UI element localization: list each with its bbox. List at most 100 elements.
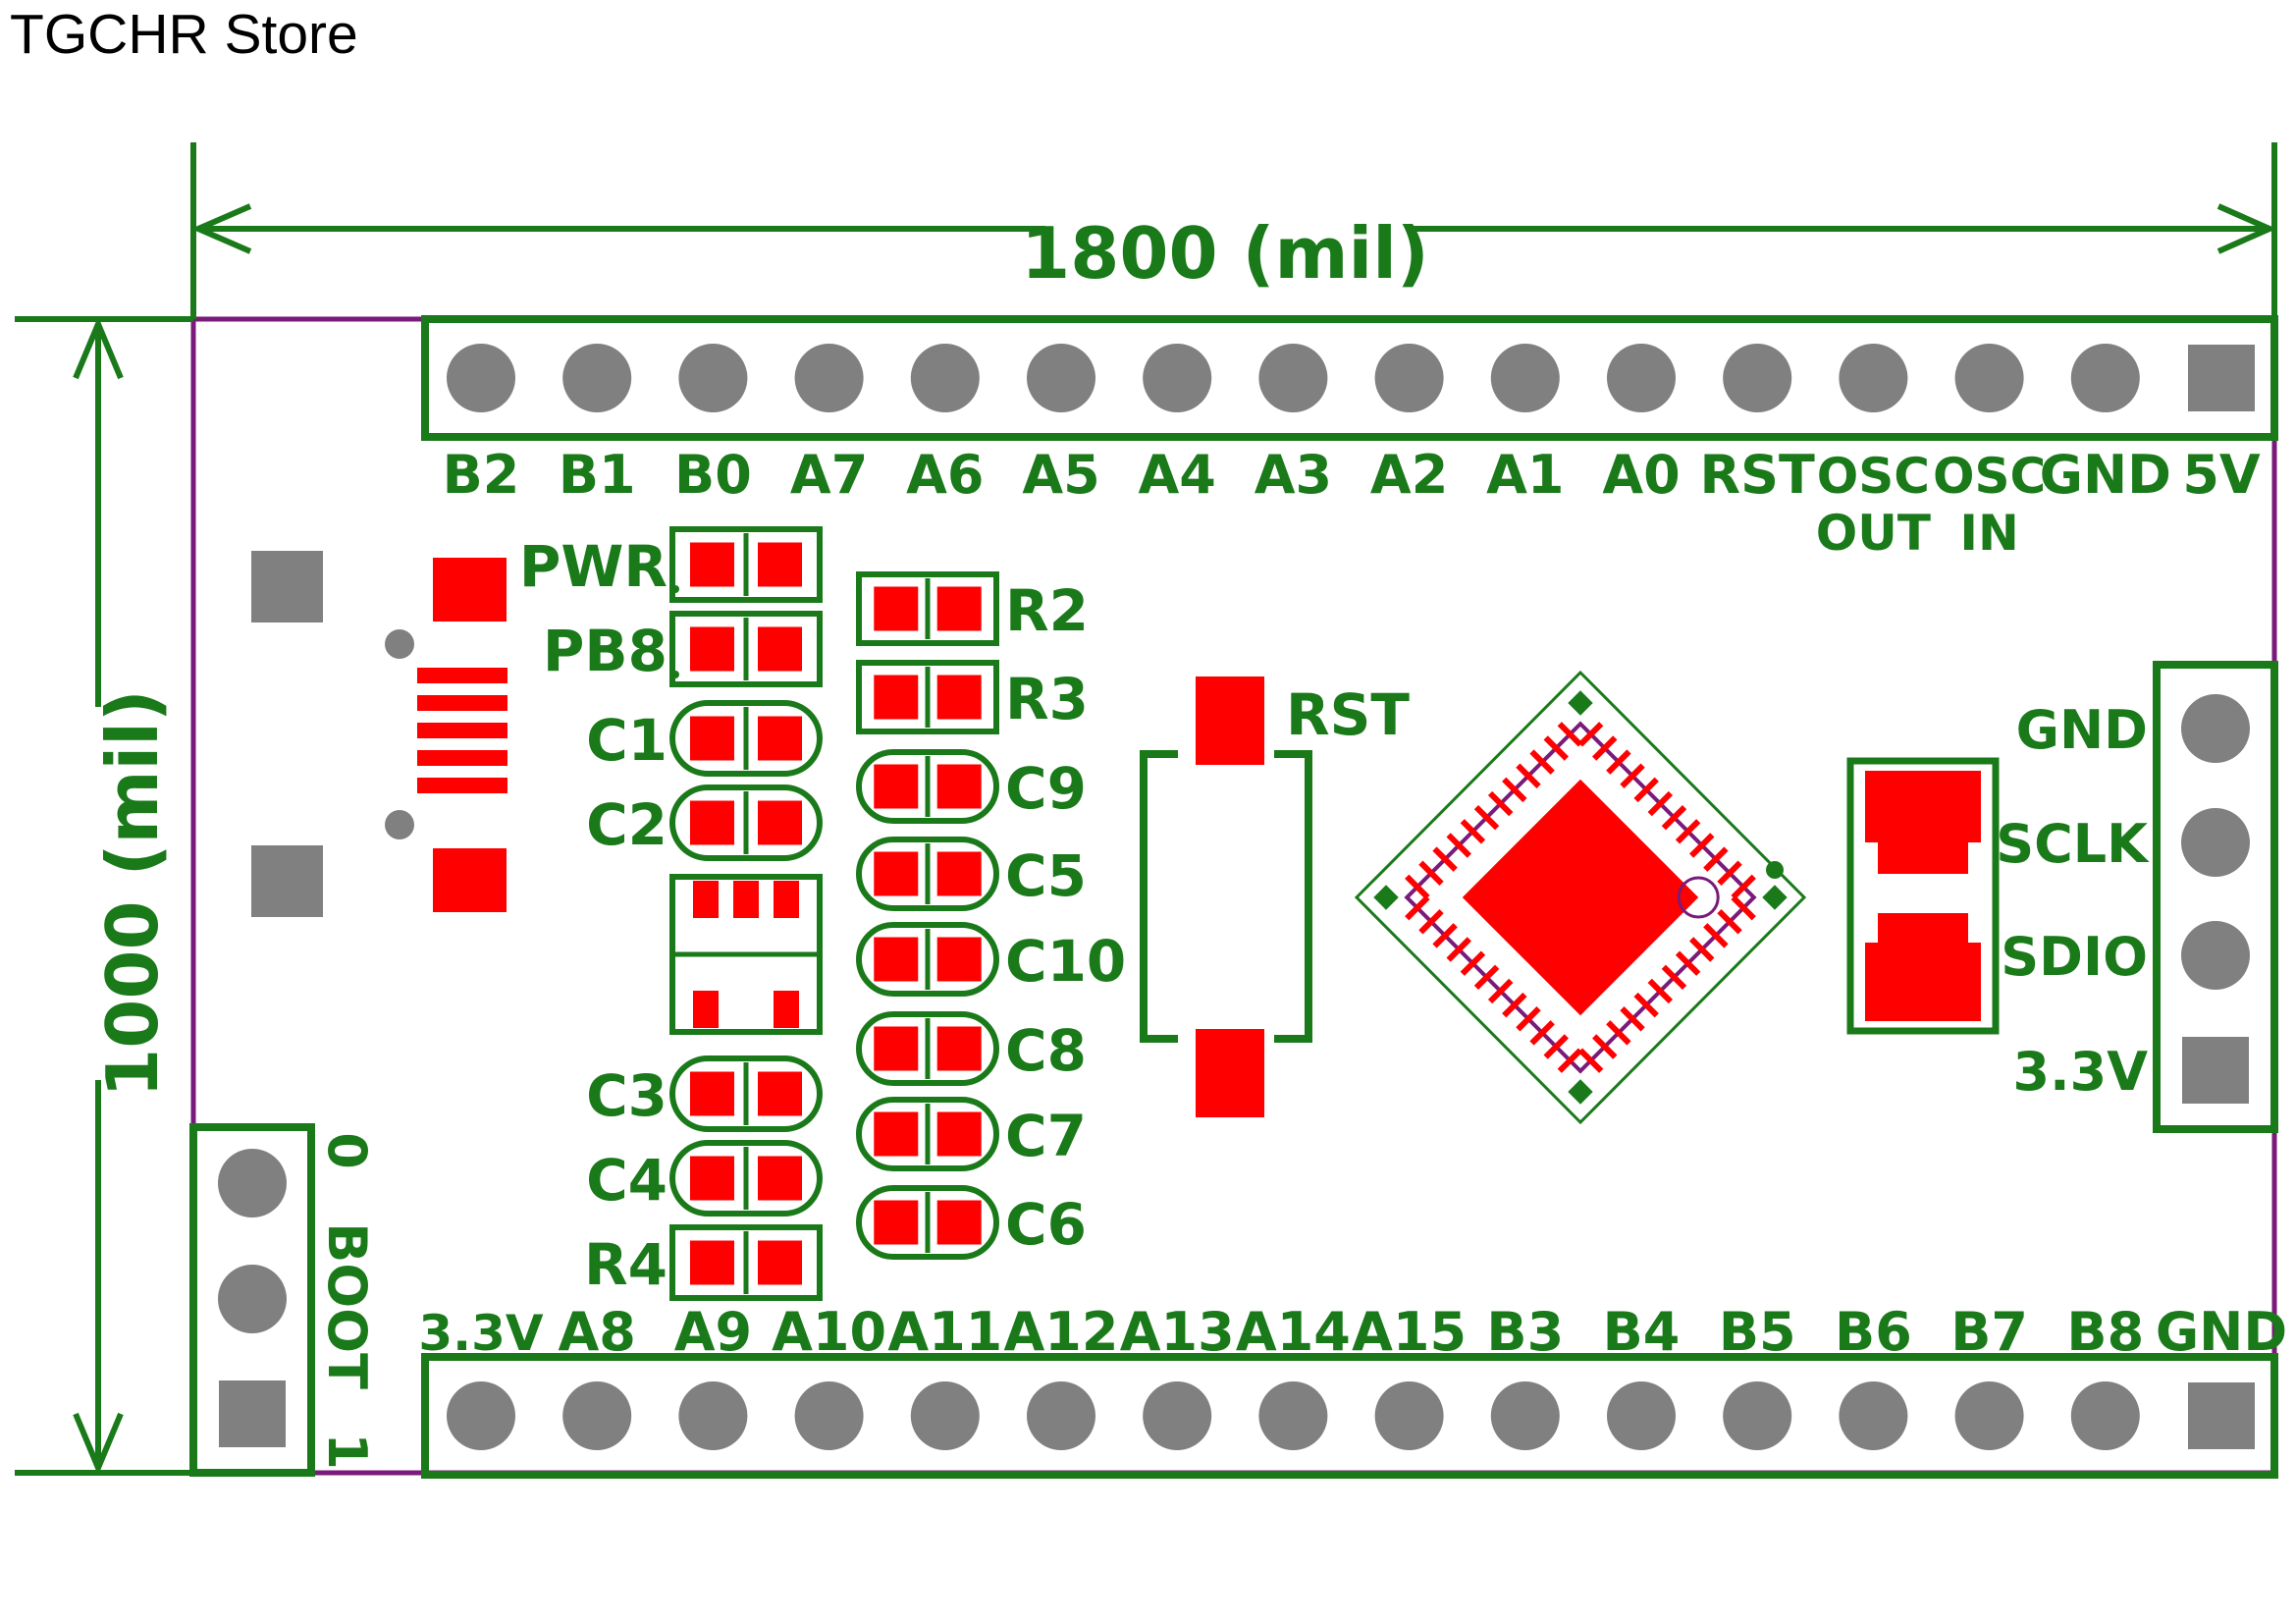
- component-outline: [669, 700, 823, 777]
- pin-label: A11: [887, 1301, 1002, 1363]
- usb-peg: [385, 629, 414, 659]
- boot-label-0: 0: [316, 1132, 378, 1169]
- mcu-pin: [1418, 909, 1444, 935]
- round-pad: [2181, 808, 2250, 877]
- mcu-pin: [1529, 749, 1555, 775]
- mcu-corner-mark: [1568, 690, 1593, 716]
- pin-label: A3: [1255, 444, 1332, 506]
- mcu-pin: [1633, 992, 1659, 1018]
- pin-label: A13: [1120, 1301, 1235, 1363]
- usb-signal-pad: [417, 750, 507, 766]
- micro-usb-connector: [251, 551, 507, 917]
- round-pad: [1027, 1381, 1095, 1450]
- pin-label: GND: [2040, 444, 2171, 506]
- mcu-pin: [1661, 804, 1687, 831]
- mcu-pin: [1473, 964, 1500, 991]
- round-pad: [562, 1381, 632, 1450]
- mcu-pin: [1487, 978, 1514, 1004]
- button-bracket-right: [1274, 750, 1312, 1043]
- dim-arrow-down: [73, 1412, 124, 1476]
- pin-label: A5: [1022, 444, 1099, 506]
- component-outline: [856, 922, 999, 997]
- pin-label: B2: [443, 444, 520, 506]
- smd-pad: [874, 764, 919, 809]
- pin-label: B6: [1835, 1301, 1912, 1363]
- component-outline: [856, 1097, 999, 1171]
- top-header-frame: [421, 315, 2278, 441]
- boot-label: BOOT: [316, 1222, 378, 1389]
- mcu-corner-mark: [1762, 885, 1788, 910]
- component-outline: [856, 660, 999, 734]
- crystal-pad: [1865, 913, 1981, 1021]
- pin-label-line: IN: [1959, 505, 2018, 562]
- round-pad: [1258, 1381, 1328, 1450]
- bottom-header-frame: [421, 1353, 2278, 1479]
- mcu-pin: [1731, 874, 1756, 900]
- mcu-pin: [1418, 860, 1444, 886]
- voltage-regulator: [669, 874, 823, 1035]
- mcu-pin: [1460, 950, 1486, 976]
- round-pad: [1374, 1381, 1444, 1450]
- round-pad: [1143, 344, 1212, 412]
- smd-pad: [936, 1026, 982, 1071]
- round-pad: [447, 344, 515, 412]
- component-label: PB8: [543, 618, 667, 684]
- regulator-pad: [774, 881, 799, 918]
- round-pad: [678, 344, 748, 412]
- round-pad: [447, 1381, 515, 1450]
- round-pad: [1839, 1381, 1908, 1450]
- swd-pin-label: GND: [2016, 699, 2148, 761]
- smd-pad: [874, 1200, 919, 1245]
- round-pad: [1490, 344, 1560, 412]
- mcu-pin1-dot: [1766, 861, 1784, 879]
- smd-pad: [690, 626, 734, 672]
- pin-label: A2: [1370, 444, 1448, 506]
- component-label: C4: [586, 1147, 667, 1214]
- mcu-pin: [1432, 846, 1458, 872]
- swd-pin-label: 3.3V: [2013, 1041, 2149, 1103]
- round-pad: [1954, 1381, 2024, 1450]
- mcu-pin: [1577, 1048, 1604, 1073]
- mcu-pin: [1606, 749, 1631, 775]
- smd-pad: [690, 1240, 734, 1285]
- mcu-pin: [1446, 833, 1471, 858]
- smd-pad: [690, 716, 734, 761]
- mcu-pin: [1529, 1020, 1555, 1046]
- smd-pad: [758, 626, 802, 672]
- component-label: R2: [1005, 577, 1089, 644]
- boot-label-1: 1: [316, 1433, 378, 1470]
- regulator-pad: [733, 881, 759, 918]
- pin-label: A6: [906, 444, 984, 506]
- round-pad: [794, 344, 864, 412]
- smd-pad: [758, 1156, 802, 1201]
- width-dimension-label: 1800 (mil): [1021, 212, 1429, 295]
- pin-label-line: OSC: [1817, 448, 1930, 505]
- round-pad: [1607, 344, 1676, 412]
- round-pad: [2070, 1381, 2140, 1450]
- mcu-silk-outline: [1354, 670, 1807, 1125]
- mcu-pin: [1543, 735, 1569, 761]
- mcu-thermal-pad: [1462, 779, 1699, 1016]
- pin-label: B3: [1486, 1301, 1564, 1363]
- component-outline: [669, 611, 823, 687]
- usb-mount-pad: [251, 845, 323, 917]
- pin-label: B8: [2066, 1301, 2144, 1363]
- smd-pad: [758, 1071, 802, 1116]
- smd-pad: [936, 1200, 982, 1245]
- smd-pad: [874, 851, 919, 896]
- component-outline: [669, 784, 823, 861]
- pin-label: 3.3V: [418, 1305, 544, 1362]
- swd-pin-label: SCLK: [1996, 813, 2150, 875]
- usb-signal-pad: [417, 723, 507, 738]
- smd-pad: [936, 675, 982, 720]
- round-pad: [218, 1265, 287, 1333]
- smd-pad: [758, 1240, 802, 1285]
- pin-label-line: OSC: [1933, 448, 2046, 505]
- round-pad: [678, 1381, 748, 1450]
- mcu-pin: [1592, 1034, 1618, 1059]
- store-name: TGCHR Store: [10, 3, 358, 66]
- round-pad: [2181, 921, 2250, 990]
- component-label: C1: [586, 707, 667, 774]
- pin-label: B5: [1719, 1301, 1796, 1363]
